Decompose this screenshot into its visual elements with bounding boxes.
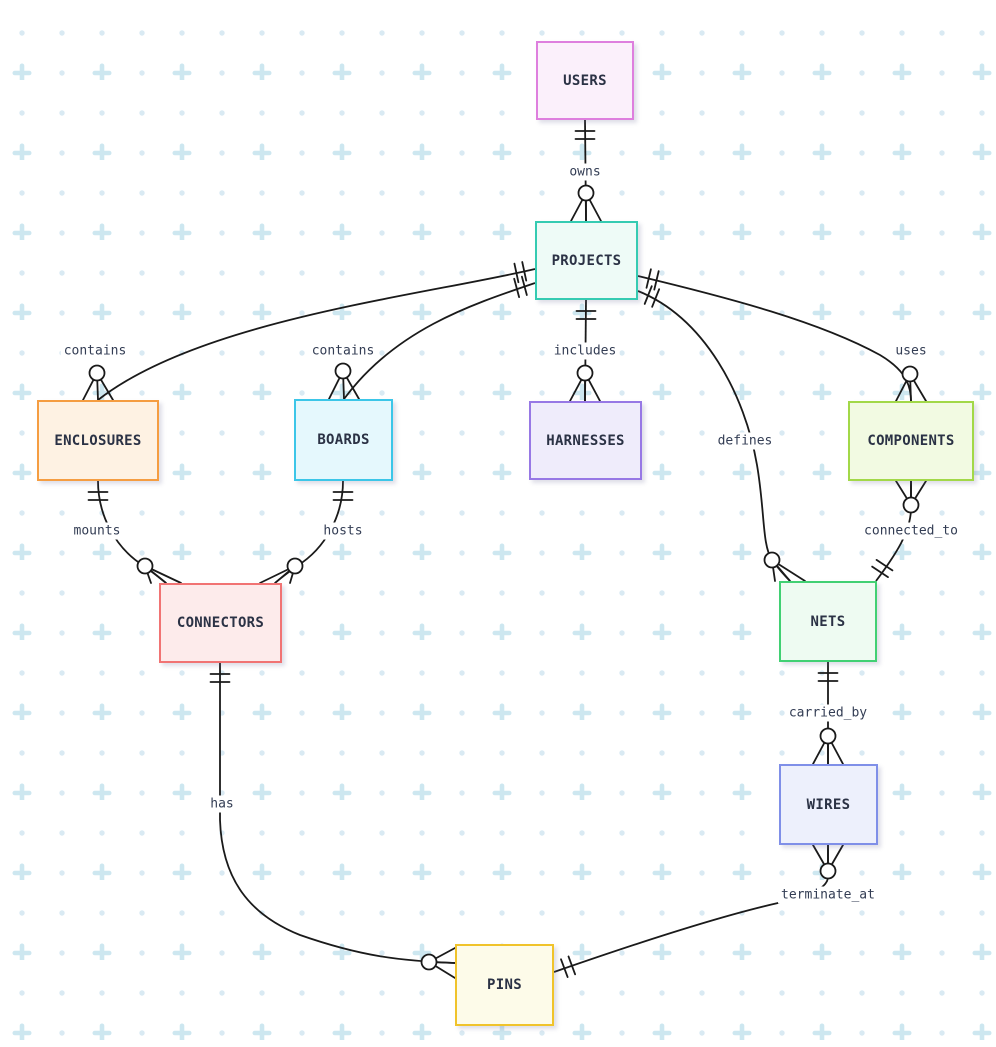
entity-pins[interactable]: PINS <box>455 944 554 1026</box>
entity-pins-label: PINS <box>487 977 522 993</box>
entity-users-label: USERS <box>563 72 607 89</box>
relationship-label-defines: defines <box>714 432 776 450</box>
entity-components-label: COMPONENTS <box>867 433 955 449</box>
entity-connectors-label: CONNECTORS <box>176 615 265 631</box>
relationship-label-carried-by: carried_by <box>785 704 871 722</box>
entity-boards[interactable]: BOARDS <box>294 399 393 481</box>
entity-harnesses-label: HARNESSES <box>546 432 625 449</box>
relationship-label-mounts: mounts <box>70 522 124 540</box>
entity-harnesses[interactable]: HARNESSES <box>529 401 642 480</box>
entity-nets[interactable]: NETS <box>779 581 877 662</box>
relationship-label-contains-enclosures: contains <box>60 342 130 360</box>
relationship-label-owns: owns <box>566 163 604 181</box>
entity-enclosures-label: ENCLOSURES <box>54 432 142 449</box>
relationship-label-uses: uses <box>892 342 930 360</box>
entity-wires[interactable]: WIRES <box>779 764 878 845</box>
entity-users[interactable]: USERS <box>536 41 634 120</box>
entity-boards-label: BOARDS <box>317 432 370 448</box>
relationship-label-includes: includes <box>550 342 620 360</box>
entity-wires-label: WIRES <box>806 796 851 813</box>
entity-enclosures[interactable]: ENCLOSURES <box>37 400 159 481</box>
relationship-label-has: has <box>207 795 237 813</box>
entity-projects[interactable]: PROJECTS <box>535 221 638 300</box>
entity-connectors[interactable]: CONNECTORS <box>159 583 282 663</box>
entity-components[interactable]: COMPONENTS <box>848 401 974 481</box>
relationship-label-contains-boards: contains <box>308 342 378 360</box>
entity-nets-label: NETS <box>810 613 846 630</box>
relationship-label-connected-to: connected_to <box>861 522 961 540</box>
relationship-label-terminate-at: terminate_at <box>778 886 878 904</box>
entity-projects-label: PROJECTS <box>551 252 622 269</box>
relationship-label-hosts: hosts <box>320 522 366 540</box>
